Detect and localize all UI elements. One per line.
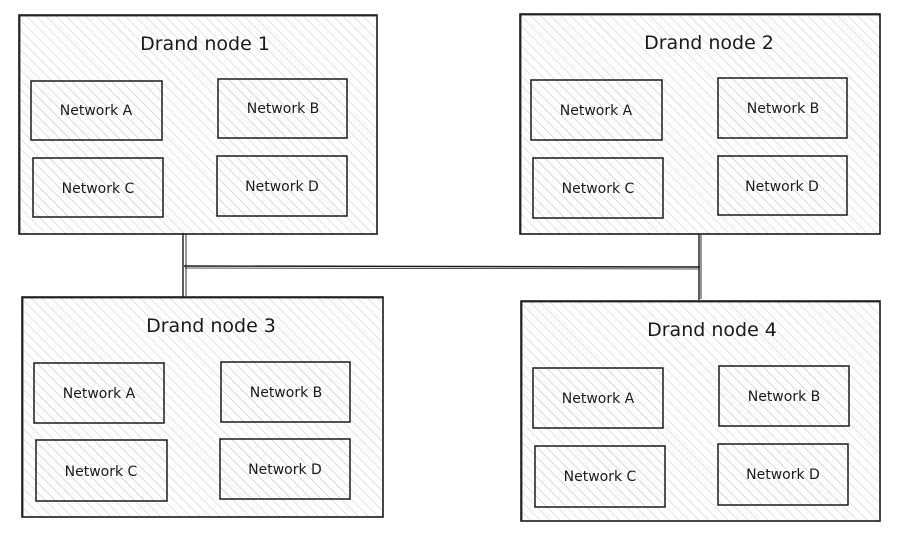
network-box-c: Network C (35, 439, 168, 502)
network-box-a: Network A (33, 362, 165, 424)
network-label: Network B (747, 101, 820, 117)
connector-node1-node2-sketch (184, 267, 700, 270)
node-title: Drand node 3 (146, 315, 276, 337)
drand-node-3: Drand node 3 Network A Network B Network… (21, 296, 384, 518)
network-box-c: Network C (534, 445, 666, 508)
network-box-c: Network C (532, 157, 664, 219)
drand-node-4: Drand node 4 Network A Network B Network… (520, 300, 881, 522)
network-label: Network D (245, 179, 319, 195)
network-box-b: Network B (717, 77, 848, 139)
node-box-sketch (521, 301, 881, 522)
network-box-d: Network D (216, 155, 348, 217)
network-box-a: Network A (30, 80, 163, 141)
network-label: Network A (562, 391, 635, 407)
network-label: Network C (62, 181, 135, 197)
network-box-a: Network A (532, 367, 664, 429)
network-label: Network A (60, 103, 133, 119)
network-label: Network C (65, 464, 138, 480)
network-label: Network D (746, 467, 820, 483)
network-label: Network C (562, 181, 635, 197)
network-label: Network B (247, 101, 320, 117)
network-box-d: Network D (717, 155, 848, 216)
network-box-b: Network B (217, 78, 348, 139)
node-title: Drand node 1 (140, 33, 270, 55)
node-title: Drand node 2 (644, 32, 774, 54)
network-box-c: Network C (32, 157, 164, 218)
network-label: Network D (745, 179, 819, 195)
network-label: Network D (248, 462, 322, 478)
network-label: Network A (560, 103, 633, 119)
node-title: Drand node 4 (647, 319, 777, 341)
network-box-b: Network B (220, 361, 351, 423)
node-box-sketch (520, 14, 881, 235)
connectors (182, 233, 702, 300)
network-label: Network A (63, 386, 136, 402)
connector-node1-node2 (183, 265, 701, 268)
node-box-sketch (19, 15, 378, 235)
network-label: Network B (250, 385, 323, 401)
network-box-a: Network A (530, 79, 663, 141)
network-box-b: Network B (718, 365, 850, 427)
drand-node-1: Drand node 1 Network A Network B Network… (18, 14, 378, 235)
network-label: Network B (748, 389, 821, 405)
network-box-d: Network D (219, 438, 351, 500)
network-label: Network C (564, 469, 637, 485)
node-box-sketch (22, 297, 384, 518)
network-box-d: Network D (717, 443, 849, 506)
drand-node-2: Drand node 2 Network A Network B Network… (519, 13, 881, 235)
